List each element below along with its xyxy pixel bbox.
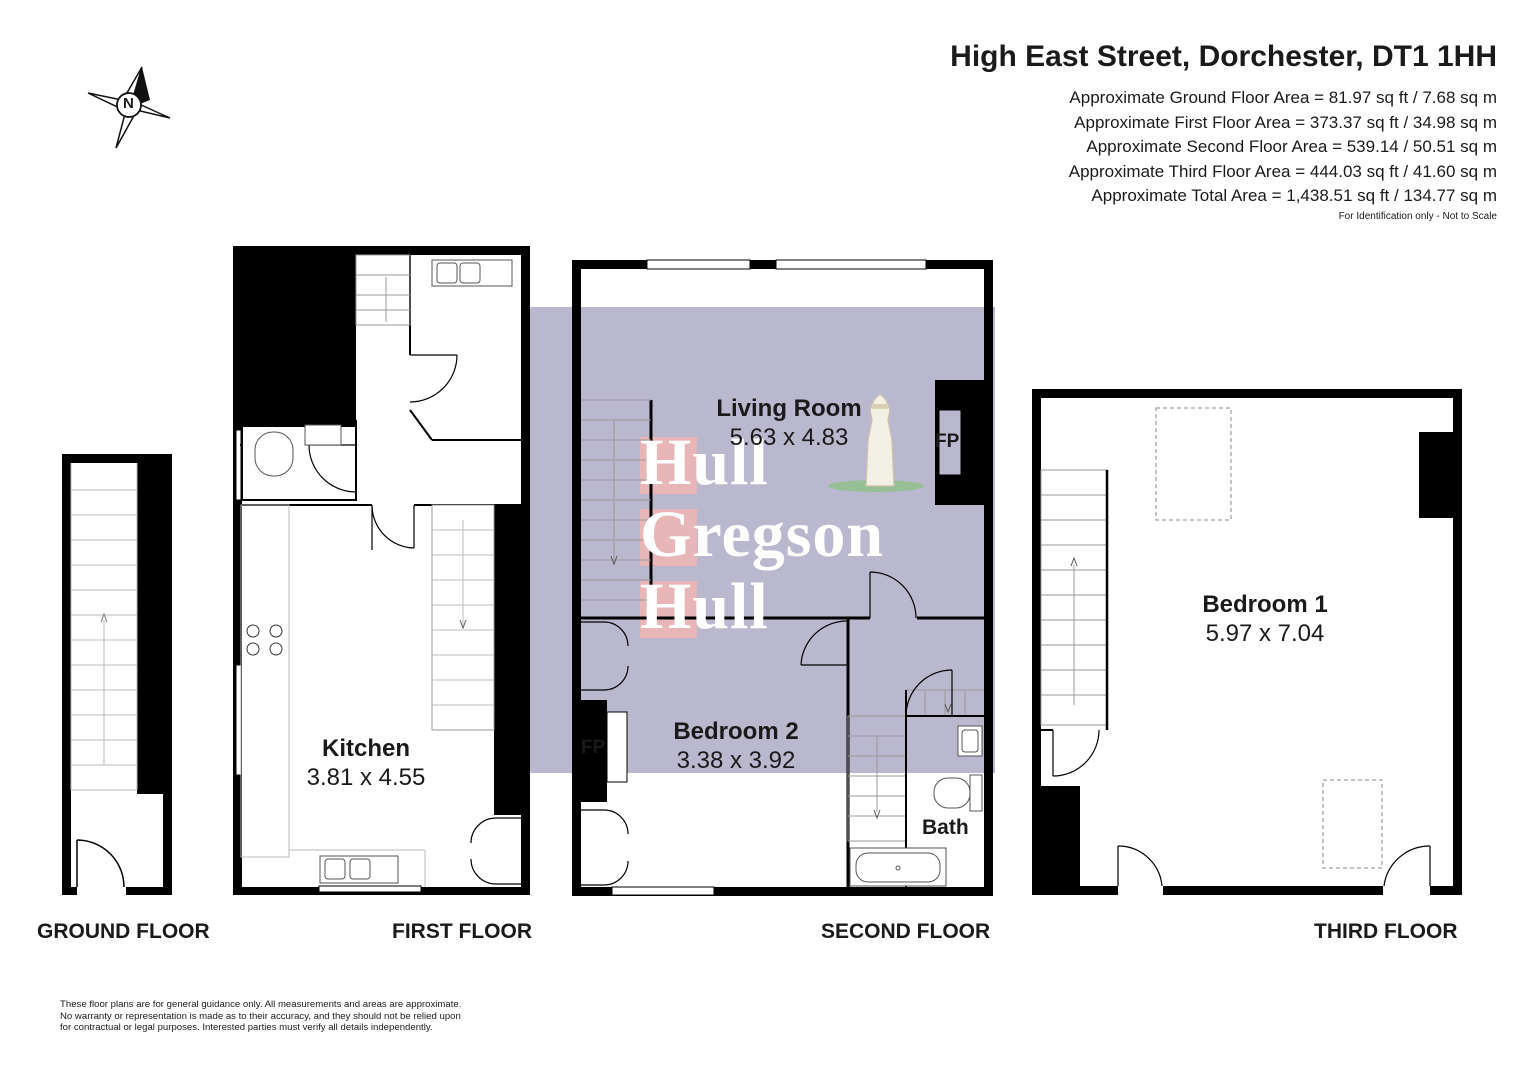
third-floor-plan — [1032, 389, 1462, 895]
room-living-room: Living Room 5.63 x 4.83 — [716, 395, 861, 453]
room-kitchen: Kitchen 3.81 x 4.55 — [307, 735, 426, 793]
first-floor-plan — [233, 246, 530, 895]
room-name: Living Room — [716, 395, 862, 422]
property-address-title: High East Street, Dorchester, DT1 1HH — [950, 40, 1497, 73]
room-name: Bedroom 2 — [673, 718, 799, 745]
watermark-line-2: Gregson — [640, 498, 885, 571]
monument-logo — [828, 393, 924, 492]
compass-north-letter: N — [123, 95, 134, 112]
room-bedroom-1: Bedroom 1 5.97 x 7.04 — [1202, 591, 1327, 649]
room-dimensions: 5.63 x 4.83 — [729, 424, 849, 451]
watermark-line-1: Hull — [640, 426, 769, 499]
floor-label-second: SECOND FLOOR — [821, 920, 991, 943]
room-dimensions: 3.81 x 4.55 — [306, 764, 426, 791]
disclaimer: These floor plans are for general guidan… — [60, 999, 530, 1034]
room-name: Kitchen — [321, 735, 411, 762]
disclaimer-line: No warranty or representation is made as… — [60, 1010, 461, 1022]
floor-label-first: FIRST FLOOR — [392, 920, 532, 943]
ground-floor-area: Approximate Ground Floor Area = 81.97 sq… — [1069, 88, 1497, 107]
floor-label-ground: GROUND FLOOR — [37, 920, 210, 943]
watermark-line-3: Hull — [640, 570, 769, 643]
ground-floor-plan — [62, 454, 172, 895]
compass-rose — [87, 66, 171, 149]
first-floor-area: Approximate First Floor Area = 373.37 sq… — [1074, 112, 1497, 132]
area-summary: Approximate Ground Floor Area = 81.97 sq… — [1069, 86, 1497, 223]
room-bath: Bath — [922, 816, 969, 839]
third-floor-area: Approximate Third Floor Area = 444.03 sq… — [1068, 161, 1497, 181]
room-dimensions: 3.38 x 3.92 — [676, 747, 796, 774]
room-dimensions: 5.97 x 7.04 — [1205, 620, 1325, 647]
room-name: Bedroom 1 — [1202, 591, 1328, 618]
floor-label-third: THIRD FLOOR — [1314, 920, 1458, 943]
disclaimer-line: for contractual or legal purposes. Inter… — [60, 1022, 433, 1033]
second-floor-area: Approximate Second Floor Area = 539.14 /… — [1086, 137, 1497, 156]
room-bedroom-2: Bedroom 2 3.38 x 3.92 — [673, 718, 798, 776]
total-area: Approximate Total Area = 1,438.51 sq ft … — [1091, 186, 1497, 205]
second-floor-plan — [572, 259, 993, 896]
scale-note: For Identification only - Not to Scale — [1338, 210, 1497, 222]
fireplace-bedroom-label: FP — [581, 737, 606, 758]
fireplace-living-label: FP — [935, 431, 960, 452]
disclaimer-line: These floor plans are for general guidan… — [60, 999, 462, 1010]
